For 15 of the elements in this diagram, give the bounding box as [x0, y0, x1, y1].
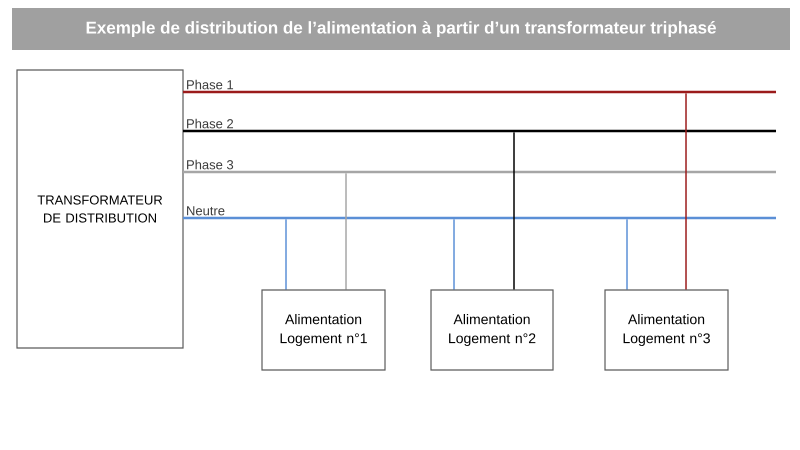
- bus-line: Phase 2: [183, 118, 776, 132]
- bus-line: Phase 3: [183, 160, 776, 174]
- bus-line: Neutre: [183, 206, 776, 220]
- dwelling-box: Alimentation Logement n°3: [604, 289, 729, 371]
- transformer-box: TRANSFORMATEUR DE DISTRIBUTION: [16, 69, 184, 349]
- connection-line: [513, 132, 515, 290]
- connection-line: [345, 173, 347, 290]
- connection-line: [285, 219, 287, 290]
- dwelling-box: Alimentation Logement n°2: [430, 289, 554, 371]
- connection-line: [453, 219, 455, 290]
- connection-line: [626, 219, 628, 290]
- title-banner: Exemple de distribution de l’alimentation à partir d’un transformateur triphasé: [12, 8, 790, 50]
- connection-line: [685, 93, 687, 290]
- bus-line: Phase 1: [183, 80, 776, 94]
- dwelling-box: Alimentation Logement n°1: [261, 289, 386, 371]
